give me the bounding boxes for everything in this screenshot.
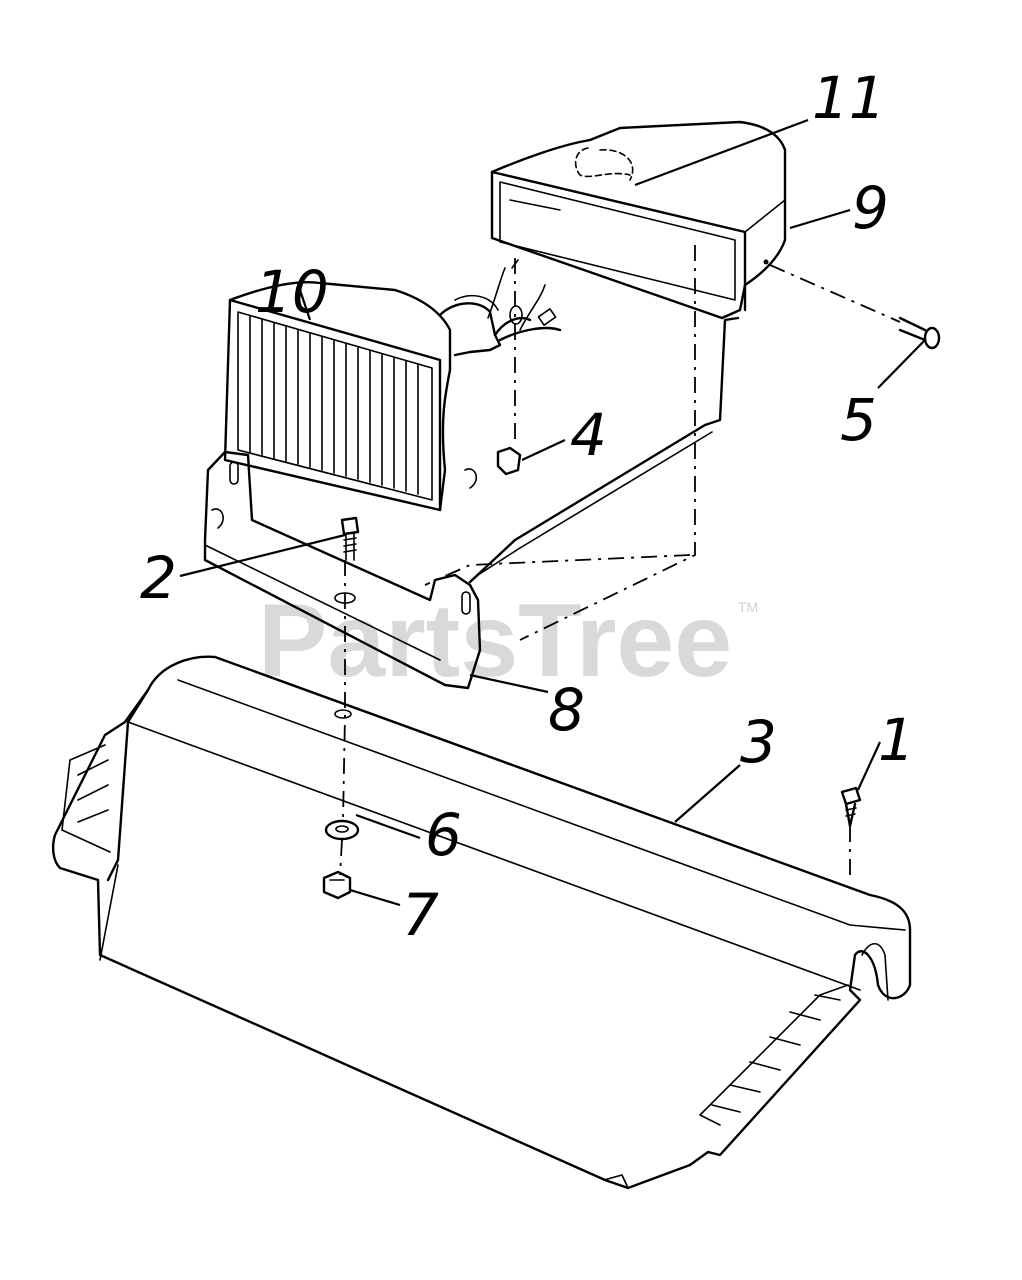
callout-3: 3 — [740, 708, 777, 776]
washer-part-6 — [324, 819, 360, 841]
watermark-trademark: TM — [738, 599, 758, 615]
callout-2: 2 — [140, 544, 177, 612]
callout-8: 8 — [548, 676, 585, 744]
callout-7: 7 — [402, 881, 439, 949]
callout-10: 10 — [255, 258, 329, 326]
nut-part-4 — [496, 446, 522, 476]
bolt-part-2 — [340, 516, 360, 561]
headlight — [223, 259, 562, 512]
hood-shroud — [51, 655, 912, 1190]
screw-part-1 — [840, 786, 862, 828]
watermark-text: PartsTree — [258, 583, 732, 699]
callout-4: 4 — [570, 401, 607, 469]
screw-part-5 — [898, 316, 941, 350]
callout-6: 6 — [425, 801, 462, 869]
callout-1: 1 — [878, 706, 915, 774]
nut-part-7 — [322, 870, 352, 900]
housing — [490, 120, 787, 320]
callout-labels: 11 9 10 5 4 2 8 3 1 6 7 — [140, 64, 915, 949]
bracket — [203, 316, 740, 690]
leader-lines — [179, 118, 926, 907]
assembly-lines — [339, 245, 901, 880]
callout-5: 5 — [840, 386, 877, 454]
callout-9: 9 — [852, 174, 889, 242]
callout-11: 11 — [812, 64, 886, 132]
